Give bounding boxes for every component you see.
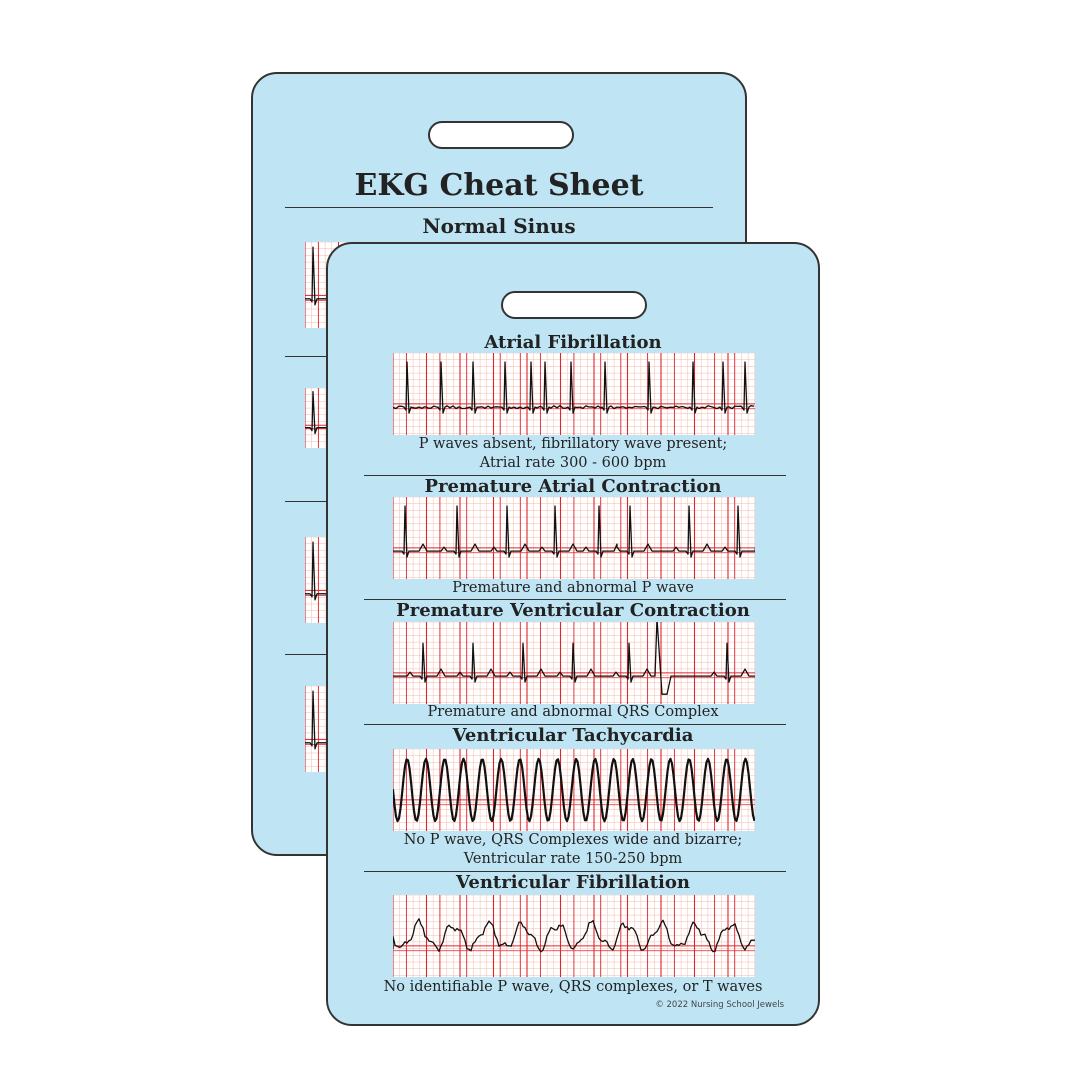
ekg-graph — [393, 749, 755, 831]
divider — [364, 599, 786, 600]
divider — [364, 871, 786, 872]
caption-atrial-fibrillation: P waves absent, fibrillatory wave presen… — [418, 436, 728, 471]
section-title-ventricular-fibrillation: Ventricular Fibrillation — [456, 872, 690, 893]
ekg-trace — [393, 918, 755, 953]
caption-ventricular-fibrillation: No identifiable P wave, QRS complexes, o… — [383, 979, 763, 995]
divider — [285, 207, 713, 208]
caption-ventricular-tachycardia: No P wave, QRS Complexes wide and bizarr… — [403, 832, 743, 867]
section-title-ventricular-tachycardia: Ventricular Tachycardia — [452, 725, 694, 746]
section-title-premature-atrial-contraction: Premature Atrial Contraction — [424, 476, 722, 497]
caption-premature-ventricular-contraction: Premature and abnormal QRS Complex — [427, 704, 719, 720]
section-title-atrial-fibrillation: Atrial Fibrillation — [484, 332, 662, 353]
section-title-premature-ventricular-contraction: Premature Ventricular Contraction — [396, 600, 750, 621]
divider — [364, 724, 786, 725]
front-card: Atrial Fibrillation P waves absent, fibr… — [326, 242, 820, 1026]
ekg-trace — [393, 757, 755, 823]
divider — [285, 356, 365, 357]
ekg-strip-premature-ventricular-contraction — [393, 622, 755, 704]
section-title-normal-sinus: Normal Sinus — [422, 214, 576, 238]
ekg-graph — [393, 622, 755, 704]
ekg-graph — [393, 353, 755, 435]
ekg-graph — [393, 895, 755, 977]
card-title: EKG Cheat Sheet — [354, 168, 644, 203]
ekg-trace — [393, 361, 755, 414]
ekg-strip-atrial-fibrillation — [393, 353, 755, 435]
caption-premature-atrial-contraction: Premature and abnormal P wave — [452, 580, 694, 596]
ekg-graph — [393, 497, 755, 579]
lanyard-slot — [428, 121, 574, 149]
ekg-trace — [393, 622, 755, 695]
copyright-text: © 2022 Nursing School Jewels — [655, 1000, 784, 1010]
lanyard-slot — [501, 291, 647, 319]
ekg-strip-ventricular-fibrillation — [393, 895, 755, 977]
ekg-trace — [393, 505, 755, 558]
divider — [285, 654, 365, 655]
ekg-strip-premature-atrial-contraction — [393, 497, 755, 579]
ekg-strip-ventricular-tachycardia — [393, 749, 755, 831]
divider — [285, 501, 365, 502]
divider — [364, 475, 786, 476]
